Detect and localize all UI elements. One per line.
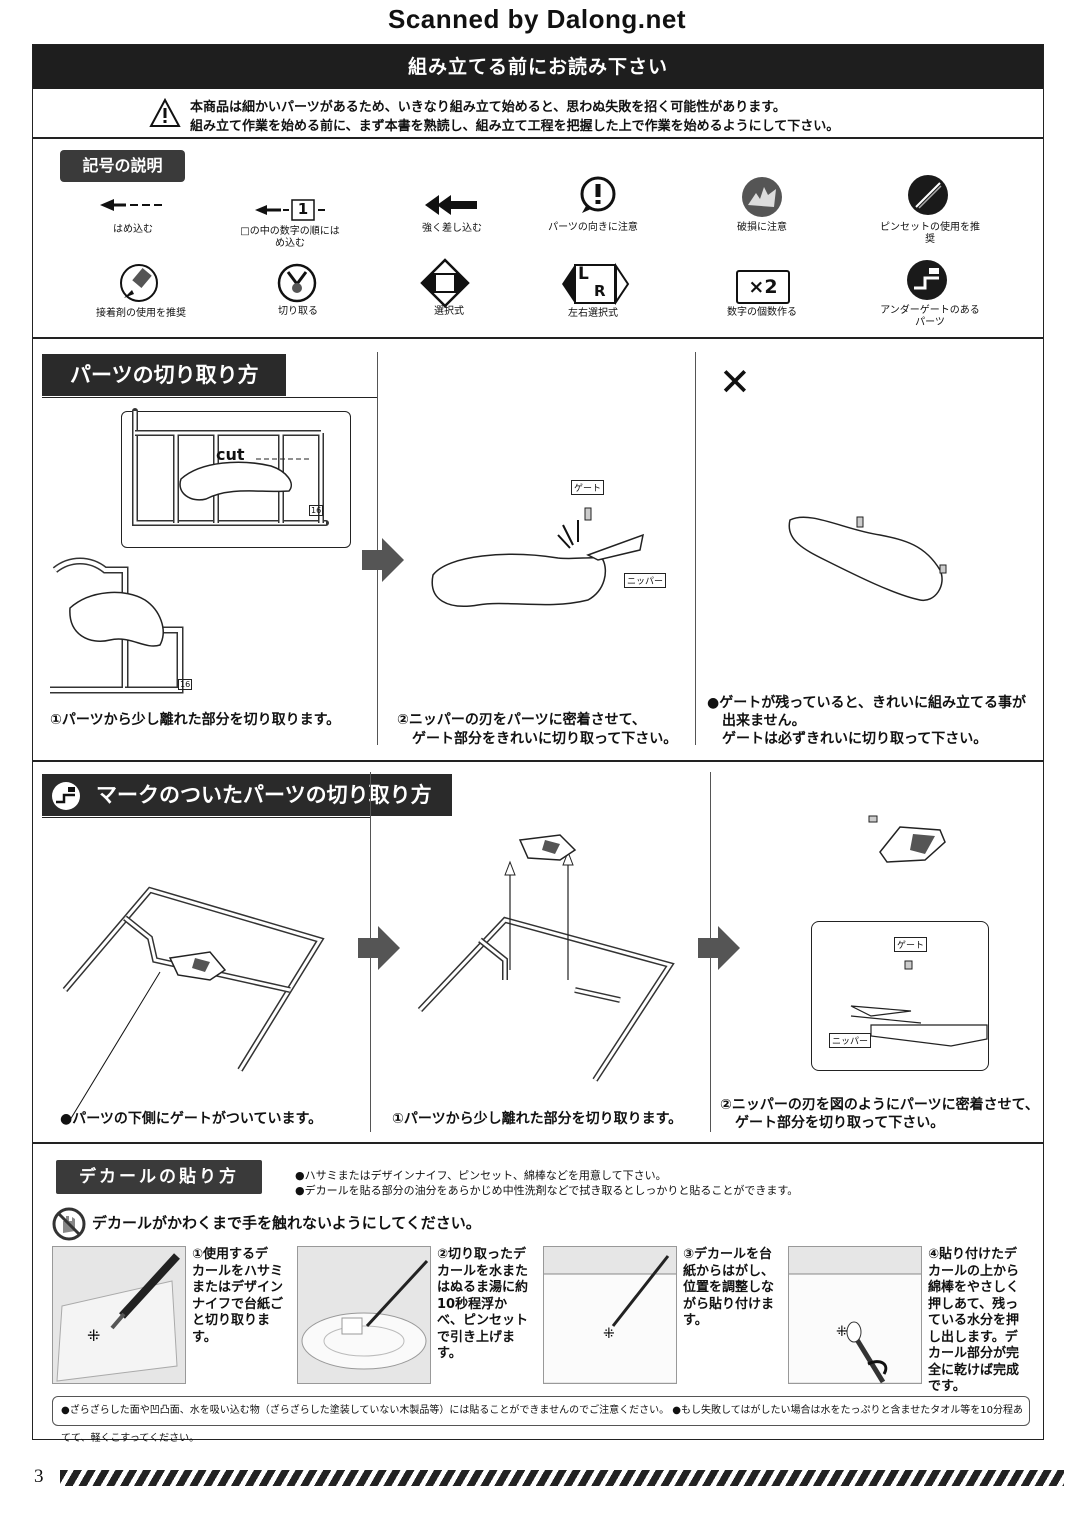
marked-runner-illustration bbox=[62, 886, 325, 1121]
cutting-caption-1: ①パーツから少し離れた部分を切り取ります。 bbox=[50, 712, 341, 728]
next-arrow-icon bbox=[358, 926, 400, 970]
divider bbox=[33, 337, 1043, 339]
column-divider bbox=[695, 352, 696, 745]
marked-heading: マークのついたパーツの切り取り方 bbox=[42, 774, 452, 816]
decal-step-1: ①使用するデ カールをハサミ またはデザイン ナイフで台紙ご と切り取ります。 bbox=[192, 1247, 284, 1345]
left-right-icon bbox=[562, 262, 630, 306]
selection-icon bbox=[420, 258, 470, 308]
heading-underline bbox=[42, 397, 377, 398]
numbered-arrow-icon bbox=[255, 199, 325, 221]
detail-inset bbox=[811, 921, 989, 1071]
cotton-swab-illustration: ⁜ bbox=[789, 1273, 921, 1384]
footer-stripe bbox=[60, 1470, 1064, 1486]
symbol-label-glue: 接着剤の使用を推奨 bbox=[96, 308, 186, 319]
next-arrow-icon bbox=[362, 538, 404, 582]
runner-large bbox=[50, 557, 184, 694]
symbol-label-undergate: アンダーゲートのあるパーツ bbox=[880, 305, 980, 328]
no-touch-icon bbox=[52, 1207, 86, 1241]
divider bbox=[33, 760, 1043, 762]
gate-detail-illustration bbox=[850, 960, 988, 1047]
divider bbox=[33, 1142, 1043, 1144]
cutting-caption-3b: 出来ません。 bbox=[722, 713, 806, 729]
gate-label: ゲート bbox=[571, 480, 605, 495]
divider bbox=[33, 137, 1043, 139]
runner-inset bbox=[121, 411, 351, 548]
symbol-label-multiplier: 数字の個数作る bbox=[727, 307, 797, 318]
heading-underline bbox=[42, 817, 370, 818]
symbol-label-cut: 切り取る bbox=[278, 306, 318, 317]
decal-step-4: ④貼り付けたデ カールの上から 綿棒をやさしく 押しあて、残っ ている水分を押 … bbox=[928, 1247, 1020, 1394]
cutting-caption-2b: ゲート部分をきれいに切り取って下さい。 bbox=[412, 731, 678, 747]
watermark-text: Scanned by Dalong.net bbox=[388, 4, 686, 34]
lr-left-letter: L bbox=[578, 264, 589, 284]
marked-caption-3a: ②ニッパーの刃を図のようにパーツに密着させて、 bbox=[720, 1097, 1039, 1113]
symbol-label-direction: パーツの向きに注意 bbox=[548, 222, 638, 233]
multiplier-icon: ×2 bbox=[736, 270, 790, 304]
marked-cut-illustration bbox=[417, 834, 675, 1082]
undergate-icon bbox=[907, 260, 947, 300]
nipper-icon bbox=[277, 263, 317, 303]
undergate-icon bbox=[52, 782, 80, 810]
runner-number: 16 bbox=[178, 679, 193, 690]
cutting-caption-3a: ●ゲートが残っていると、きれいに組み立てる事が bbox=[707, 695, 1026, 711]
warning-line-2: 組み立て作業を始める前に、まず本書を熟読し、組み立て工程を把握した上で作業を始め… bbox=[190, 119, 840, 134]
cut-label: cut bbox=[216, 445, 245, 464]
symbol-label-press: 強く差し込む bbox=[422, 223, 482, 234]
water-dish-illustration bbox=[301, 1259, 429, 1370]
svg-text:⁜: ⁜ bbox=[836, 1324, 848, 1340]
symbol-label-numbered: □の中の数字の順にはめ込む bbox=[240, 226, 340, 249]
breakage-icon bbox=[742, 177, 782, 217]
runner-number-inset: 16 bbox=[309, 505, 324, 516]
exclamation-icon bbox=[580, 176, 616, 213]
cutting-heading: パーツの切り取り方 bbox=[42, 354, 286, 396]
symbol-label-tweezers: ピンセットの使用を推奨 bbox=[880, 222, 980, 245]
column-divider bbox=[377, 352, 378, 745]
nipper-label: ニッパー bbox=[829, 1033, 872, 1048]
decal-caution: デカールがかわくまで手を触れないようにしてください。 bbox=[92, 1214, 481, 1232]
marked-caption-2: ①パーツから少し離れた部分を切り取ります。 bbox=[392, 1111, 683, 1127]
bad-mark: ✕ bbox=[719, 360, 751, 404]
decal-step-3: ③デカールを台 紙からはがし、 位置を調整しな がら貼り付けま す。 bbox=[683, 1247, 775, 1328]
knife-cut-illustration: ⁜ bbox=[56, 1253, 180, 1382]
marked-caption-1: ●パーツの下側にゲートがついています。 bbox=[60, 1111, 323, 1127]
arrow-dashed-icon bbox=[100, 199, 162, 211]
gate-label: ゲート bbox=[894, 937, 928, 952]
marked-caption-3b: ゲート部分を切り取って下さい。 bbox=[735, 1115, 945, 1131]
page-title: 組み立てる前にお読み下さい bbox=[33, 45, 1043, 89]
decal-note-2: ●デカールを貼る部分の油分をあらかじめ中性洗剤などで拭き取るとしっかりと貼ること… bbox=[295, 1184, 799, 1197]
symbol-label-select: 選択式 bbox=[434, 306, 464, 317]
warning-line-1: 本商品は細かいパーツがあるため、いきなり組み立て始めると、思わぬ失敗を招く可能性… bbox=[190, 100, 786, 115]
part-with-gate-illustration bbox=[788, 516, 947, 601]
warning-icon bbox=[149, 97, 181, 127]
nipper-cut-illustration bbox=[431, 507, 644, 607]
nipper-label: ニッパー bbox=[624, 573, 667, 588]
tweezers-icon bbox=[908, 175, 948, 215]
tweezers-apply-illustration: ⁜ bbox=[544, 1255, 676, 1382]
svg-text:⁜: ⁜ bbox=[87, 1326, 100, 1345]
svg-text:⁜: ⁜ bbox=[603, 1326, 615, 1342]
decal-heading: デカールの貼り方 bbox=[56, 1160, 262, 1194]
cutting-caption-2a: ②ニッパーの刃をパーツに密着させて、 bbox=[397, 712, 646, 728]
decal-note-1: ●ハサミまたはデザインナイフ、ピンセット、綿棒などを用意して下さい。 bbox=[295, 1169, 667, 1182]
box-number: 1 bbox=[297, 200, 309, 218]
page-frame bbox=[32, 44, 1044, 1440]
next-arrow-icon bbox=[698, 926, 740, 970]
lr-right-letter: R bbox=[594, 282, 606, 300]
symbol-label-insert: はめ込む bbox=[113, 224, 153, 235]
cut-part-illustration bbox=[868, 815, 946, 863]
decal-bottom-note: ●ざらざらした面や凹凸面、水を吸い込む物（ざらざらした塗装していない木製品等）に… bbox=[52, 1396, 1030, 1444]
page-number: 3 bbox=[34, 1466, 44, 1487]
symbol-label-breakage: 破損に注意 bbox=[737, 222, 787, 233]
runner-illustration bbox=[132, 408, 329, 526]
symbol-label-leftright: 左右選択式 bbox=[568, 308, 618, 319]
glue-icon bbox=[120, 264, 158, 302]
decal-step-2: ②切り取ったデ カールを水また はぬるま湯に約 10秒程浮か べ、ピンセット で… bbox=[437, 1247, 529, 1361]
double-arrow-icon bbox=[425, 195, 477, 215]
cutting-caption-3c: ゲートは必ずきれいに切り取って下さい。 bbox=[722, 731, 988, 747]
symbols-heading: 記号の説明 bbox=[60, 150, 185, 182]
